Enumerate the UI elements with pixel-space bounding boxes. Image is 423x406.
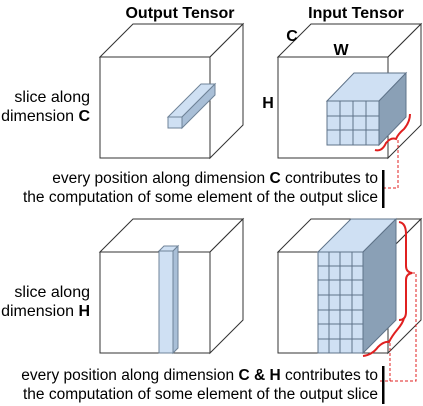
row2-caption-line2: the computation of some element of the o… (23, 386, 378, 403)
row2-caption-suffix: contributes to (281, 367, 378, 384)
row2-brace-h-leader (390, 272, 417, 382)
row2-label-line1: slice along (14, 284, 90, 301)
dim-label-h: H (262, 95, 274, 112)
row1-label-dim: C (78, 108, 90, 125)
row1-input-block (325, 71, 408, 147)
row2-output-slice (157, 244, 180, 355)
row2-label-dim: H (78, 303, 90, 320)
row2-slice-front (158, 250, 174, 354)
row2-label-line2: dimension H (1, 303, 90, 320)
row2-caption-dim: C & H (238, 367, 280, 384)
row1-label-line1: slice along (14, 89, 90, 106)
row1-output-slice (166, 82, 217, 130)
dim-label-w: W (333, 42, 349, 59)
row2-input-block (316, 217, 398, 355)
row1-caption-line1: every position along dimension C contrib… (52, 170, 378, 187)
row1-label-prefix: dimension (1, 108, 78, 125)
row1-slice-front (167, 116, 183, 129)
row2-caption-line1: every position along dimension C & H con… (21, 367, 378, 384)
row1-brace (374, 113, 411, 152)
row2-label-prefix: dimension (1, 303, 78, 320)
row1-output-cube (98, 22, 245, 160)
row2-caption-prefix: every position along dimension (21, 367, 238, 384)
row1-caption-dim: C (269, 170, 280, 187)
row1-caption-line2: the computation of some element of the o… (23, 189, 378, 206)
row2-caption-bar (382, 366, 385, 404)
row2-brace-c (362, 317, 405, 357)
row1-label-line2: dimension C (1, 108, 90, 125)
dim-label-c: C (286, 28, 298, 45)
input-tensor-header: Input Tensor (308, 5, 404, 22)
row2-output-front-face (99, 251, 211, 354)
row2-output-cube (98, 217, 245, 355)
row1-caption-prefix: every position along dimension (52, 170, 269, 187)
row1-brace-leader (384, 140, 399, 189)
row2-slice-side (172, 244, 179, 355)
row1-caption-bar (382, 170, 385, 208)
row1-caption-suffix: contributes to (281, 170, 378, 187)
output-tensor-header: Output Tensor (125, 5, 234, 22)
